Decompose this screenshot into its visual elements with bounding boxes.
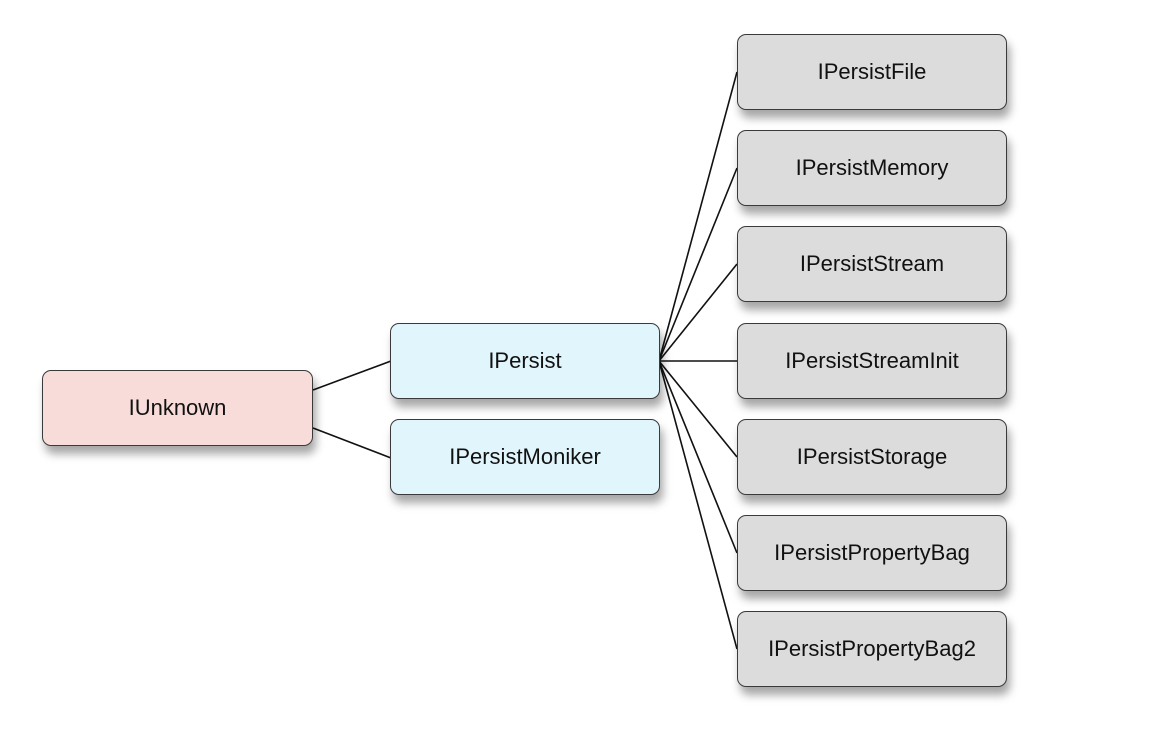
node-ipersist[interactable]: IPersist [390,323,660,399]
node-ipersistpropertybag2[interactable]: IPersistPropertyBag2 [737,611,1007,687]
node-ipersistpropertybag2-label: IPersistPropertyBag2 [768,636,976,661]
node-ipersistmemory[interactable]: IPersistMemory [737,130,1007,206]
edge-iunknown-ipersist [312,360,392,391]
node-iunknown-label: IUnknown [128,395,227,420]
node-ipersistpropertybag[interactable]: IPersistPropertyBag [737,515,1007,591]
node-ipersistpropertybag-label: IPersistPropertyBag [774,540,970,565]
edge-ipersist-ipersistmemory [658,167,738,362]
node-ipersistmemory-label: IPersistMemory [795,155,949,180]
node-ipersiststreaminit[interactable]: IPersistStreamInit [737,323,1007,399]
edge-ipersist-ipersistpropertybag2 [658,360,738,650]
edge-ipersist-ipersiststorage [658,360,738,458]
edge-ipersist-ipersistpropertybag [658,360,738,554]
node-ipersiststorage-label: IPersistStorage [796,444,948,469]
edge-ipersist-ipersistfile [658,71,738,362]
node-ipersistmoniker-label: IPersistMoniker [449,444,601,469]
node-ipersist-label: IPersist [488,348,562,373]
node-ipersiststream[interactable]: IPersistStream [737,226,1007,302]
edge-ipersist-ipersiststream [658,263,738,362]
node-ipersiststorage[interactable]: IPersistStorage [737,419,1007,495]
node-ipersistmoniker[interactable]: IPersistMoniker [390,419,660,495]
edge-iunknown-ipersistmoniker [312,427,392,459]
node-iunknown[interactable]: IUnknown [42,370,313,446]
node-ipersistfile[interactable]: IPersistFile [737,34,1007,110]
node-ipersiststreaminit-label: IPersistStreamInit [785,348,959,373]
node-ipersiststream-label: IPersistStream [799,251,945,276]
node-ipersistfile-label: IPersistFile [817,59,927,84]
